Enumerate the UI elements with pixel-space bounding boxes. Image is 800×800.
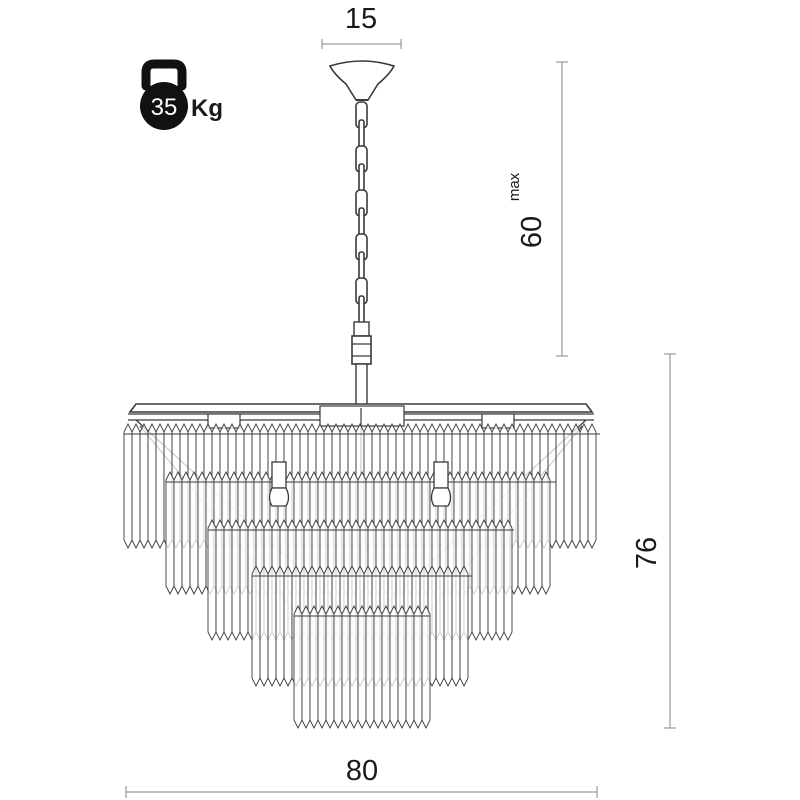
chain-link xyxy=(358,119,365,149)
crystal-prism xyxy=(517,470,527,596)
crystal-prism xyxy=(451,564,461,688)
crystal-prism xyxy=(309,604,319,730)
crystal-prism xyxy=(123,422,133,550)
crystal-prism xyxy=(181,470,191,596)
crystal-prism xyxy=(207,518,217,642)
bulb-right xyxy=(430,461,452,507)
chain-link xyxy=(358,251,365,281)
ceiling-canopy xyxy=(328,60,396,101)
crystal-prism xyxy=(223,518,233,642)
crystal-prism xyxy=(503,518,513,642)
crystal-prism xyxy=(487,518,497,642)
crystal-prism xyxy=(251,564,261,688)
crystal-tiers xyxy=(123,422,600,730)
crystal-prism xyxy=(147,422,157,550)
crystal-prism xyxy=(301,604,311,730)
crystal-prism xyxy=(275,564,285,688)
crystal-prism xyxy=(495,518,505,642)
crystal-prism xyxy=(283,564,293,688)
canopy-width-label: 15 xyxy=(345,3,377,35)
chain-length-label: 60 xyxy=(516,216,548,248)
crystal-prism xyxy=(189,470,199,596)
total-height-label: 76 xyxy=(631,537,663,569)
crystal-prism xyxy=(479,518,489,642)
crystal-prism xyxy=(239,518,249,642)
crystal-prism xyxy=(563,422,573,550)
crystal-prism xyxy=(259,564,269,688)
crystal-prism xyxy=(421,604,431,730)
crystal-tier xyxy=(293,604,431,730)
crystal-prism xyxy=(381,604,391,730)
crystal-prism xyxy=(471,518,481,642)
crystal-prism xyxy=(173,470,183,596)
crystal-prism xyxy=(325,604,335,730)
diameter-dimension: 80 xyxy=(125,755,598,798)
crystal-prism xyxy=(341,604,351,730)
chain-link xyxy=(358,207,365,237)
crystal-prism xyxy=(541,470,551,596)
crystal-prism xyxy=(165,470,175,596)
central-stem xyxy=(351,321,372,409)
crystal-prism xyxy=(579,422,589,550)
crystal-prism xyxy=(365,604,375,730)
crystal-prism xyxy=(373,604,383,730)
weight-badge: 35 Kg xyxy=(140,59,223,130)
crystal-prism xyxy=(333,604,343,730)
crystal-prism xyxy=(413,604,423,730)
crystal-prism xyxy=(389,604,399,730)
weight-value: 35 xyxy=(151,94,178,121)
chain-link xyxy=(358,295,365,325)
bulb-left xyxy=(268,461,290,507)
crystal-prism xyxy=(231,518,241,642)
crystal-prism xyxy=(571,422,581,550)
crystal-prism xyxy=(405,604,415,730)
crystal-prism xyxy=(435,564,445,688)
crystal-prism xyxy=(267,564,277,688)
crystal-prism xyxy=(293,604,303,730)
suspension-chain xyxy=(355,101,368,325)
crystal-prism xyxy=(197,470,207,596)
crystal-prism xyxy=(555,422,565,550)
crystal-prism xyxy=(131,422,141,550)
crystal-prism xyxy=(349,604,359,730)
canopy-width-dimension: 15 xyxy=(321,3,402,49)
crystal-prism xyxy=(587,422,597,550)
crystal-prism xyxy=(397,604,407,730)
crystal-prism xyxy=(215,518,225,642)
crystal-prism xyxy=(525,470,535,596)
total-height-dimension: 76 xyxy=(631,353,676,729)
crystal-prism xyxy=(317,604,327,730)
chain-length-max-note: max xyxy=(506,172,523,201)
crystal-prism xyxy=(443,564,453,688)
crystal-prism xyxy=(533,470,543,596)
crystal-prism xyxy=(459,564,469,688)
crystal-prism xyxy=(155,422,165,550)
crystal-prism xyxy=(139,422,149,550)
chain-link xyxy=(358,163,365,193)
diameter-label: 80 xyxy=(346,755,378,787)
weight-unit: Kg xyxy=(191,95,223,122)
kettlebell-icon xyxy=(140,59,188,130)
crystal-prism xyxy=(357,604,367,730)
chain-length-dimension: 60 max xyxy=(506,61,568,357)
